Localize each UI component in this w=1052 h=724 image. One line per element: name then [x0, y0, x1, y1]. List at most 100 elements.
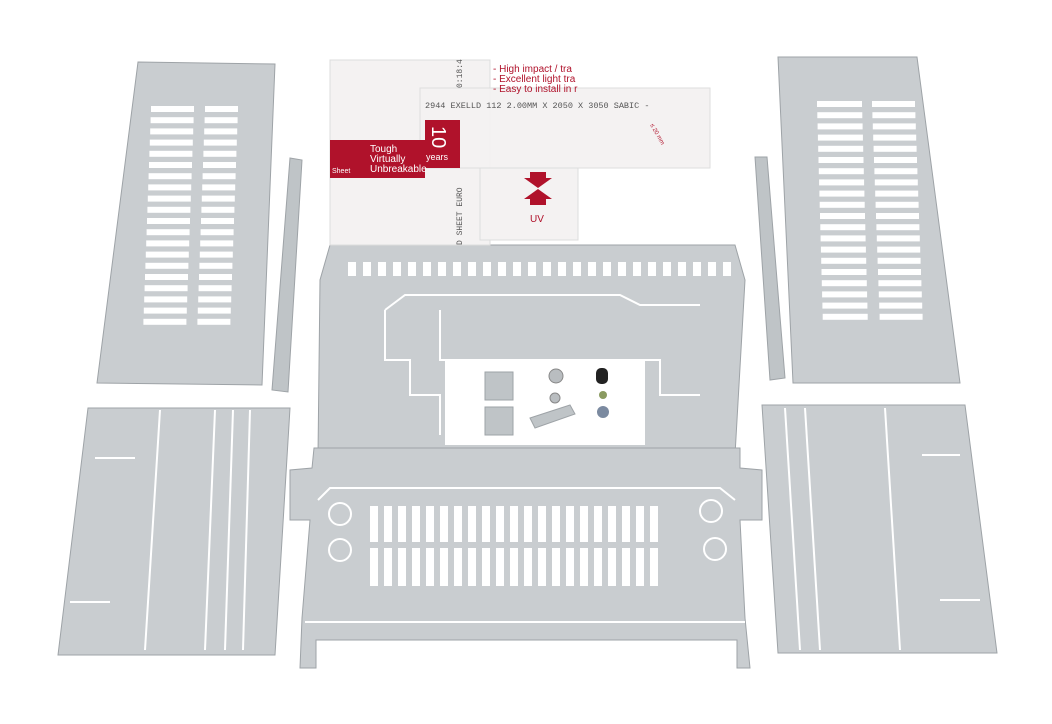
- vent-slot: [203, 150, 237, 157]
- vent-slot: [622, 548, 630, 586]
- vent-slot: [513, 262, 521, 276]
- vent-slot: [588, 262, 596, 276]
- brand-tag: Tough: [370, 144, 397, 155]
- vent-slot: [633, 262, 641, 276]
- vent-slot: [146, 229, 190, 236]
- vent-slot: [199, 274, 232, 280]
- vent-slot: [874, 157, 917, 163]
- center-cover-plate: [317, 244, 746, 456]
- vent-slot: [363, 262, 371, 276]
- vent-slot: [822, 302, 868, 309]
- vent-slot: [201, 206, 235, 213]
- vent-slot: [650, 548, 658, 586]
- vent-slot: [200, 229, 234, 236]
- vent-slot: [398, 506, 406, 542]
- vent-slot: [877, 246, 921, 253]
- vent-slot: [528, 262, 536, 276]
- vent-slot: [468, 548, 476, 586]
- vent-slot: [143, 318, 187, 325]
- vent-slot: [482, 548, 490, 586]
- vent-slot: [151, 106, 194, 112]
- vent-slot: [145, 262, 189, 269]
- vent-slot: [468, 262, 476, 276]
- vent-slot: [202, 184, 236, 191]
- vent-slot: [202, 173, 236, 180]
- vent-slot: [821, 269, 867, 275]
- vent-slot: [877, 257, 921, 264]
- vent-slot: [423, 262, 431, 276]
- vent-slot: [648, 262, 656, 276]
- vent-slot: [608, 548, 616, 586]
- vent-slot: [552, 548, 560, 586]
- vent-slot: [820, 246, 866, 253]
- bottom-vented-plate: [289, 447, 763, 669]
- vent-slot: [203, 139, 237, 146]
- vent-slot: [204, 128, 238, 135]
- vent-slot: [874, 168, 918, 175]
- vent-slot: [873, 134, 917, 141]
- vent-slot: [204, 117, 238, 124]
- vent-slot: [144, 285, 188, 292]
- vent-slot: [603, 262, 611, 276]
- vent-slot: [822, 313, 868, 320]
- vent-slot: [558, 262, 566, 276]
- bullet-text: - Excellent light tra: [493, 74, 576, 85]
- vent-slot: [524, 548, 532, 586]
- vent-slot: [378, 262, 386, 276]
- vent-slot: [408, 262, 416, 276]
- vent-slot: [693, 262, 701, 276]
- vent-slot: [708, 262, 716, 276]
- vent-slot: [143, 307, 187, 314]
- vent-slot: [622, 506, 630, 542]
- right-tall-vented-plate: [777, 56, 961, 384]
- vent-slot: [819, 190, 865, 197]
- vent-slot: [817, 134, 863, 141]
- vent-slot: [820, 224, 866, 231]
- vent-slot: [636, 548, 644, 586]
- vent-slot: [483, 262, 491, 276]
- vent-slot: [205, 106, 238, 112]
- vent-slot: [608, 506, 616, 542]
- vent-slot: [552, 506, 560, 542]
- vent-slot: [876, 213, 919, 219]
- warranty-unit: years: [426, 152, 449, 162]
- brand-tag: Virtually: [370, 154, 405, 165]
- lower-left-divider-plate: [57, 407, 291, 656]
- vent-slot: [148, 173, 192, 180]
- side-print: D SHEET EURO: [456, 187, 465, 245]
- vent-slot: [393, 262, 401, 276]
- vent-slot: [412, 506, 420, 542]
- vent-slot: [538, 548, 546, 586]
- vent-slot: [723, 262, 731, 276]
- vent-slot: [872, 123, 916, 130]
- vent-slot: [822, 291, 868, 298]
- vent-slot: [818, 157, 864, 163]
- uv-label: UV: [530, 214, 544, 225]
- vent-slot: [498, 262, 506, 276]
- vent-slot: [678, 262, 686, 276]
- vent-slot: [876, 224, 920, 231]
- vent-slot: [149, 150, 193, 157]
- vent-slot: [201, 195, 235, 202]
- vent-slot: [147, 195, 191, 202]
- vent-slot: [879, 302, 923, 309]
- vent-slot: [198, 296, 232, 303]
- vent-slot: [198, 285, 232, 292]
- vent-slot: [145, 274, 188, 280]
- vent-slot: [538, 506, 546, 542]
- warranty-number: 10: [427, 126, 449, 148]
- vent-slot: [872, 101, 915, 107]
- vent-slot: [878, 291, 922, 298]
- brand-tag: Unbreakable: [370, 164, 427, 175]
- bullet-text: - High impact / tra: [493, 64, 572, 75]
- vent-slot: [873, 145, 917, 152]
- vent-slot: [149, 162, 192, 168]
- print-line: 2944 EXELLD 112 2.00MM X 2050 X 3050 SAB…: [425, 101, 649, 111]
- vent-slot: [147, 206, 191, 213]
- vent-slot: [453, 262, 461, 276]
- vent-slot: [438, 262, 446, 276]
- vent-slot: [440, 548, 448, 586]
- vent-slot: [150, 117, 194, 124]
- vent-slot: [878, 269, 921, 275]
